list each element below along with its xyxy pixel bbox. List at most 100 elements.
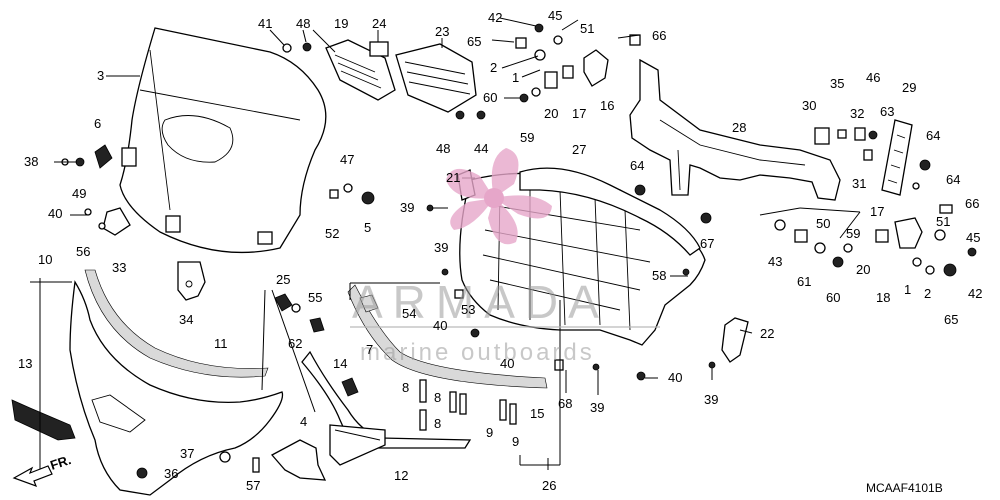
part-bracket-4 (270, 439, 327, 481)
callout-2-right: 2 (924, 286, 931, 301)
callout-40-left: 40 (48, 206, 62, 221)
callout-16: 16 (600, 98, 614, 113)
part-bracket-22 (721, 317, 749, 363)
callout-40-mid-b: 40 (500, 356, 514, 371)
callout-48-mid: 48 (436, 141, 450, 156)
callout-17-top: 17 (572, 106, 586, 121)
watermark-logo-icon (446, 148, 552, 245)
callout-23: 23 (435, 24, 449, 39)
callout-49: 49 (72, 186, 86, 201)
callout-36: 36 (164, 466, 178, 481)
callout-68: 68 (558, 396, 572, 411)
callout-37: 37 (180, 446, 194, 461)
part-strips (347, 284, 548, 389)
callout-26: 26 (542, 478, 556, 493)
watermark-title: ARMADA (352, 276, 609, 328)
callout-2-top: 2 (490, 60, 497, 75)
callout-45-top: 45 (548, 8, 562, 23)
callout-5: 5 (364, 220, 371, 235)
callout-58: 58 (652, 268, 666, 283)
callout-14: 14 (333, 356, 347, 371)
callout-54: 54 (402, 306, 416, 321)
callout-57: 57 (246, 478, 260, 493)
callout-3: 3 (97, 68, 104, 83)
part-clips-25-55 (274, 293, 325, 333)
callout-64-right-a: 64 (926, 128, 940, 143)
callout-45-right: 45 (966, 230, 980, 245)
callout-1-right: 1 (904, 282, 911, 297)
callout-66-top: 66 (652, 28, 666, 43)
callout-39-a: 39 (400, 200, 414, 215)
front-arrow-icon (12, 465, 53, 488)
callout-labels: 3 41 48 19 24 23 42 45 51 65 66 2 1 60 5… (18, 8, 982, 495)
callout-27: 27 (572, 142, 586, 157)
callout-64-right-b: 64 (946, 172, 960, 187)
part-inner-panel (459, 167, 706, 346)
callout-39-c: 39 (590, 400, 604, 415)
watermark-subtitle: marine outboards (360, 339, 595, 366)
callout-8-b: 8 (434, 390, 441, 405)
part-windscreen (119, 27, 327, 254)
callout-15: 15 (530, 406, 544, 421)
callout-30: 30 (802, 98, 816, 113)
callout-20-right: 20 (856, 262, 870, 277)
diagram-code: MCAAF4101B (866, 481, 943, 495)
front-label: FR. (48, 452, 73, 473)
callout-43: 43 (768, 254, 782, 269)
callout-4: 4 (300, 414, 307, 429)
part-clip-14 (341, 377, 359, 397)
callout-60-top: 60 (483, 90, 497, 105)
callout-11: 11 (214, 336, 228, 351)
callout-24: 24 (372, 16, 386, 31)
part-small-strips (419, 379, 517, 431)
callout-33: 33 (112, 260, 126, 275)
part-fasteners-bottom-left (136, 451, 260, 479)
callout-59-right: 59 (846, 226, 860, 241)
callout-63: 63 (880, 104, 894, 119)
callout-12: 12 (394, 468, 408, 483)
callout-29: 29 (902, 80, 916, 95)
callout-50: 50 (816, 216, 830, 231)
callout-9-a: 9 (486, 425, 493, 440)
part-vent-24 (369, 41, 389, 57)
callout-1-top: 1 (512, 70, 519, 85)
callout-18: 18 (876, 290, 890, 305)
watermark: ARMADA marine outboards (350, 148, 660, 366)
callout-42-top: 42 (488, 10, 502, 25)
callout-39-b: 39 (434, 240, 448, 255)
part-lower-cowl (69, 269, 284, 496)
callout-42-right: 42 (968, 286, 982, 301)
part-vent-23 (395, 43, 477, 113)
callout-61: 61 (797, 274, 811, 289)
callout-67: 67 (700, 236, 714, 251)
part-badge-13 (11, 399, 76, 441)
callout-7: 7 (366, 342, 373, 357)
callout-40-mid-a: 40 (433, 318, 447, 333)
callout-13: 13 (18, 356, 32, 371)
callout-6: 6 (94, 116, 101, 131)
front-direction-indicator: FR. (12, 452, 73, 488)
callout-51-right: 51 (936, 214, 950, 229)
callout-66-right: 66 (965, 196, 979, 211)
callout-53: 53 (461, 302, 475, 317)
callout-46: 46 (866, 70, 880, 85)
callout-56: 56 (76, 244, 90, 259)
part-fasteners-top (282, 23, 641, 120)
callout-19: 19 (334, 16, 348, 31)
callout-21: 21 (446, 170, 460, 185)
callout-41: 41 (258, 16, 272, 31)
part-small-30-35 (814, 127, 878, 161)
callout-65-right: 65 (944, 312, 958, 327)
callout-47: 47 (340, 152, 354, 167)
callout-62: 62 (288, 336, 302, 351)
callout-55: 55 (308, 290, 322, 305)
part-lower-trim-12 (301, 350, 472, 466)
callout-8-c: 8 (434, 416, 441, 431)
callout-9-b: 9 (512, 434, 519, 449)
callout-20-top: 20 (544, 106, 558, 121)
callout-51-top: 51 (580, 21, 594, 36)
callout-35: 35 (830, 76, 844, 91)
callout-40-right: 40 (668, 370, 682, 385)
callout-39-d: 39 (704, 392, 718, 407)
